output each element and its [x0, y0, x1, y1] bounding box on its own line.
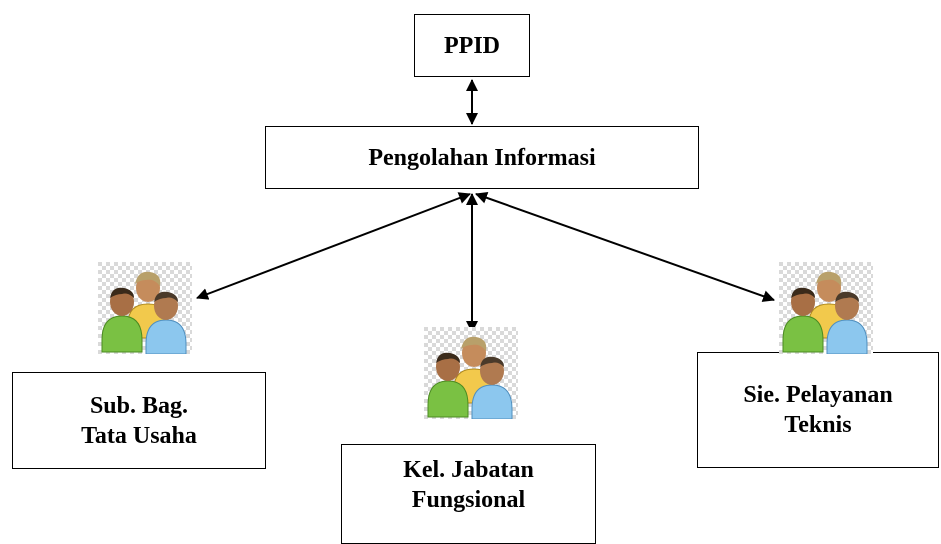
pengolahan-informasi-label: Pengolahan Informasi: [368, 144, 596, 171]
arrow-pengolahan-sie: [475, 192, 775, 302]
people-group-icon: [98, 262, 192, 354]
kel-jabatan-line-2: Fungsional: [411, 487, 526, 513]
sie-pelayanan-line-2: Teknis: [784, 412, 852, 438]
arrow-pengolahan-subbag: [196, 192, 471, 300]
ppid-box: PPID: [414, 14, 530, 77]
kel-jabatan-fungsional-box: Kel. Jabatan Fungsional: [341, 444, 596, 544]
sub-bag-tata-usaha-box: Sub. Bag. Tata Usaha: [12, 372, 266, 469]
sie-pelayanan-teknis-box: Sie. Pelayanan Teknis: [697, 352, 939, 468]
sie-pelayanan-line-1: Sie. Pelayanan: [743, 382, 893, 408]
sub-bag-line-1: Sub. Bag.: [89, 392, 189, 419]
pengolahan-informasi-box: Pengolahan Informasi: [265, 126, 699, 189]
ppid-label: PPID: [444, 32, 500, 59]
people-group-icon: [424, 327, 518, 419]
kel-jabatan-line-1: Kel. Jabatan: [403, 457, 534, 483]
people-group-icon: [779, 262, 873, 354]
sub-bag-line-2: Tata Usaha: [81, 422, 197, 449]
